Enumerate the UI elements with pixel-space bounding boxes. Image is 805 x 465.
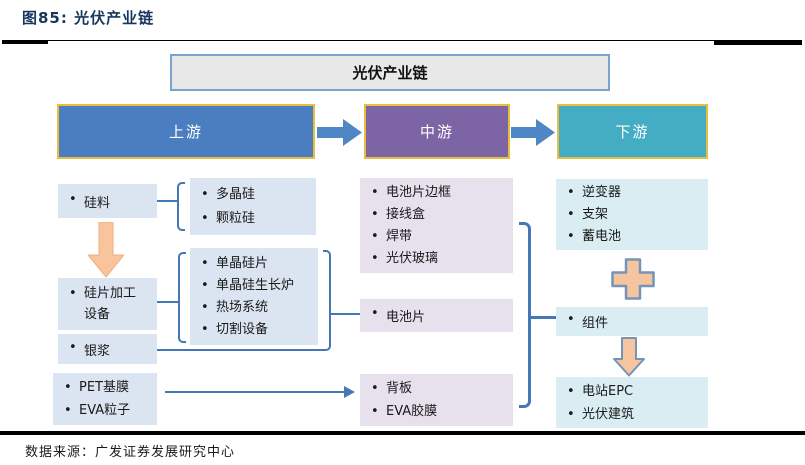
- connector-cell-tick: [331, 313, 360, 315]
- stage-midstream-label: 中游: [419, 123, 454, 141]
- box-cell: 电池片: [360, 299, 513, 332]
- chain-header-label: 光伏产业链: [352, 64, 428, 82]
- bracket-wafer-items: [178, 252, 186, 343]
- connector-silver-line: [157, 349, 324, 351]
- list-item: PET基膜: [64, 376, 153, 399]
- box-films: PET基膜 EVA粒子: [53, 373, 157, 425]
- stage-upstream-label: 上游: [168, 123, 203, 141]
- box-silicon-types: 多晶硅 颗粒硅: [190, 178, 316, 235]
- list-item: 单晶硅片: [201, 253, 314, 275]
- list-item: 颗粒硅: [201, 207, 312, 231]
- list-item: 逆变器: [567, 182, 704, 204]
- box-silver-paste: 银浆: [58, 334, 157, 364]
- connector-silicon-line: [157, 200, 178, 202]
- bracket-silicon-types: [177, 182, 185, 231]
- list-item: 光伏建筑: [567, 403, 704, 426]
- list-item: 蓄电池: [567, 226, 704, 248]
- arrow-down-outlined-icon: [613, 337, 645, 377]
- flow-arrow-right-icon: [511, 119, 555, 146]
- box-wafer-items: 单晶硅片 单晶硅生长炉 热场系统 切割设备: [190, 248, 318, 345]
- connector-films-line: [165, 391, 345, 393]
- list-item: 硅片加工设备: [69, 283, 153, 325]
- box-cell-accessories: 电池片边框 接线盒 焊带 光伏玻璃: [360, 178, 513, 273]
- bracket-wafer-close: [323, 250, 331, 351]
- figure-title: 图85: 光伏产业链: [22, 9, 155, 27]
- list-item: 接线盒: [371, 204, 509, 226]
- box-silicon: 硅料: [58, 184, 157, 218]
- list-item: 光伏玻璃: [371, 248, 509, 270]
- title-rule-thick-right: [714, 41, 802, 45]
- list-item: 电池片边框: [371, 182, 509, 204]
- list-item: 单晶硅生长炉: [201, 275, 314, 297]
- stage-box-downstream: 下游: [557, 104, 708, 159]
- list-item: 切割设备: [201, 319, 314, 341]
- box-epc: 电站EPC 光伏建筑: [556, 377, 708, 428]
- box-bos: 逆变器 支架 蓄电池: [556, 179, 708, 250]
- list-item: 背板: [371, 377, 509, 400]
- connector-module-tick: [531, 316, 556, 319]
- list-item: 多晶硅: [201, 183, 312, 207]
- bottom-rule: [0, 431, 805, 435]
- arrowhead-right-icon: [344, 386, 355, 398]
- arrow-down-icon: [88, 222, 124, 278]
- list-item: 焊带: [371, 226, 509, 248]
- stage-box-upstream: 上游: [57, 104, 315, 159]
- title-rule: [2, 40, 802, 41]
- list-item: 银浆: [69, 340, 153, 359]
- flow-arrow-right-icon: [317, 119, 362, 146]
- list-item: EVA胶膜: [371, 400, 509, 423]
- plus-icon: [611, 258, 655, 300]
- list-item: 硅料: [69, 192, 153, 211]
- chain-header-box: 光伏产业链: [170, 54, 610, 91]
- box-wafer-equipment: 硅片加工设备: [58, 278, 157, 330]
- stage-box-midstream: 中游: [364, 104, 510, 159]
- list-item: 热场系统: [201, 297, 314, 319]
- box-module: 组件: [556, 307, 708, 336]
- source-text: 数据来源：广发证券发展研究中心: [25, 445, 236, 460]
- connector-wafer-line: [157, 301, 179, 303]
- box-backsheet: 背板 EVA胶膜: [360, 374, 513, 426]
- title-rule-thick-left: [2, 40, 48, 44]
- stage-downstream-label: 下游: [615, 123, 650, 141]
- list-item: 组件: [567, 312, 704, 331]
- list-item: 电站EPC: [567, 380, 704, 403]
- list-item: 支架: [567, 204, 704, 226]
- list-item: EVA粒子: [64, 399, 153, 422]
- list-item: 电池片: [371, 306, 509, 325]
- bracket-midstream-close: [519, 222, 531, 408]
